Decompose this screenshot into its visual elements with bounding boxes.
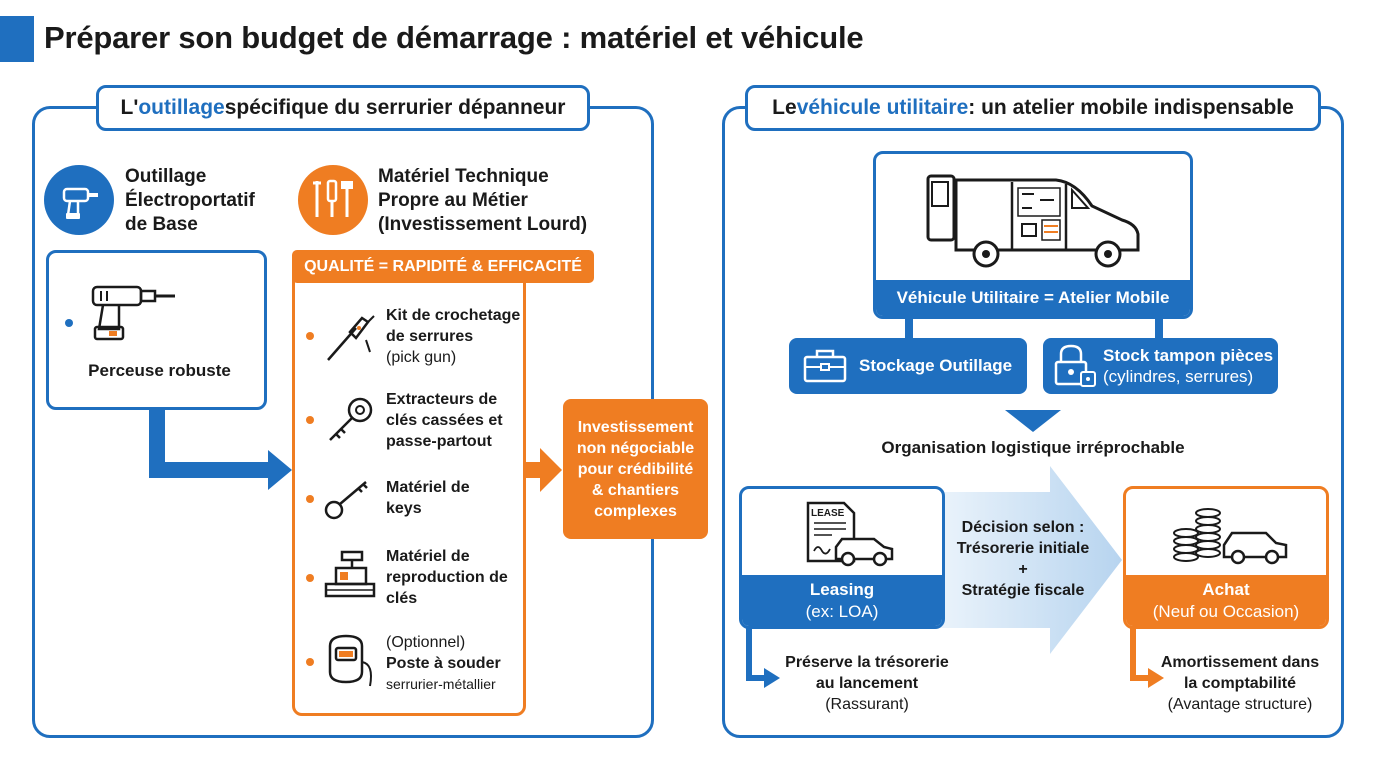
drill-icon [91,285,175,341]
connector [905,318,913,340]
leasing-label: Leasing (ex: LOA) [742,575,942,626]
logistics-text: Organisation logistique irréprochable [881,438,1185,457]
quality-banner: QUALITÉ = RAPIDITÉ & EFFICACITÉ [292,250,594,283]
bullet [306,332,314,340]
vehicle-panel-header: Le véhicule utilitaire : un atelier mobi… [745,85,1321,131]
technical-equipment-title: Matériel Technique Propre au Métier (Inv… [378,166,588,235]
coins-car-icon [1173,508,1288,565]
lease-doc-label: LEASE [811,508,845,519]
technical-equipment-list [292,250,526,716]
storage-badge: Stockage Outillage [789,338,1027,394]
electric-tools-title: Outillage Électroportatif de Base [125,166,255,235]
van-icon [926,174,1140,268]
welding-text: (Optionnel) Poste à souder serrurier-mét… [386,634,501,692]
decision-arrow [940,466,1122,654]
key-extractor-icon [329,397,373,441]
keys-text: Matériel de keys [386,479,470,517]
key-extractor-text: Extracteurs de clés cassées et passe-par… [386,391,503,450]
key-reproduction-text: Matériel de reproduction de clés [386,548,508,607]
drill-label: Perceuse robuste [88,361,231,380]
bullet [306,658,314,666]
tools-panel-header: L'outillage spécifique du serrurier dépa… [96,85,590,131]
key-icon [324,481,368,520]
invest-arrow [524,448,562,492]
van-card: Véhicule Utilitaire = Atelier Mobile [873,151,1193,319]
leasing-result-arrow [746,628,780,688]
purchase-card: Achat (Neuf ou Occasion) [1123,486,1329,629]
pick-gun-icon [327,315,375,361]
pick-gun-text: Kit de crochetage de serrures (pick gun) [386,307,521,366]
purchase-result: Amortissement dans la comptabilité (Avan… [1160,654,1320,713]
decision-text: Décision selon : Trésorerie initiale + S… [956,519,1090,599]
flow-arrow [149,410,292,490]
connector [1155,318,1163,340]
leasing-result: Préserve la trésorerie au lancement (Ras… [785,654,949,713]
stock-badge: Stock tampon pièces (cylindres, serrures… [1043,338,1278,394]
leasing-card: LEASE Leasing (ex: LOA) [739,486,945,629]
van-label: Véhicule Utilitaire = Atelier Mobile [876,280,1190,316]
lock-icon [1054,344,1096,387]
down-arrow [1005,410,1061,432]
bullet [306,495,314,503]
tools-icon [298,165,368,235]
lease-contract-icon [806,501,894,567]
bullet [65,319,73,327]
drill-icon [44,165,114,235]
bullet [306,416,314,424]
drill-card: Perceuse robuste [46,250,267,410]
investment-note: Investissement non négociable pour crédi… [563,399,708,539]
purchase-result-arrow [1130,628,1164,688]
title-accent-bar [0,16,34,62]
page-title: Préparer son budget de démarrage : matér… [44,20,864,55]
key-machine-icon [324,550,376,598]
welding-mask-icon [328,634,372,687]
purchase-label: Achat (Neuf ou Occasion) [1126,575,1326,626]
bullet [306,574,314,582]
toolbox-icon [803,349,847,383]
